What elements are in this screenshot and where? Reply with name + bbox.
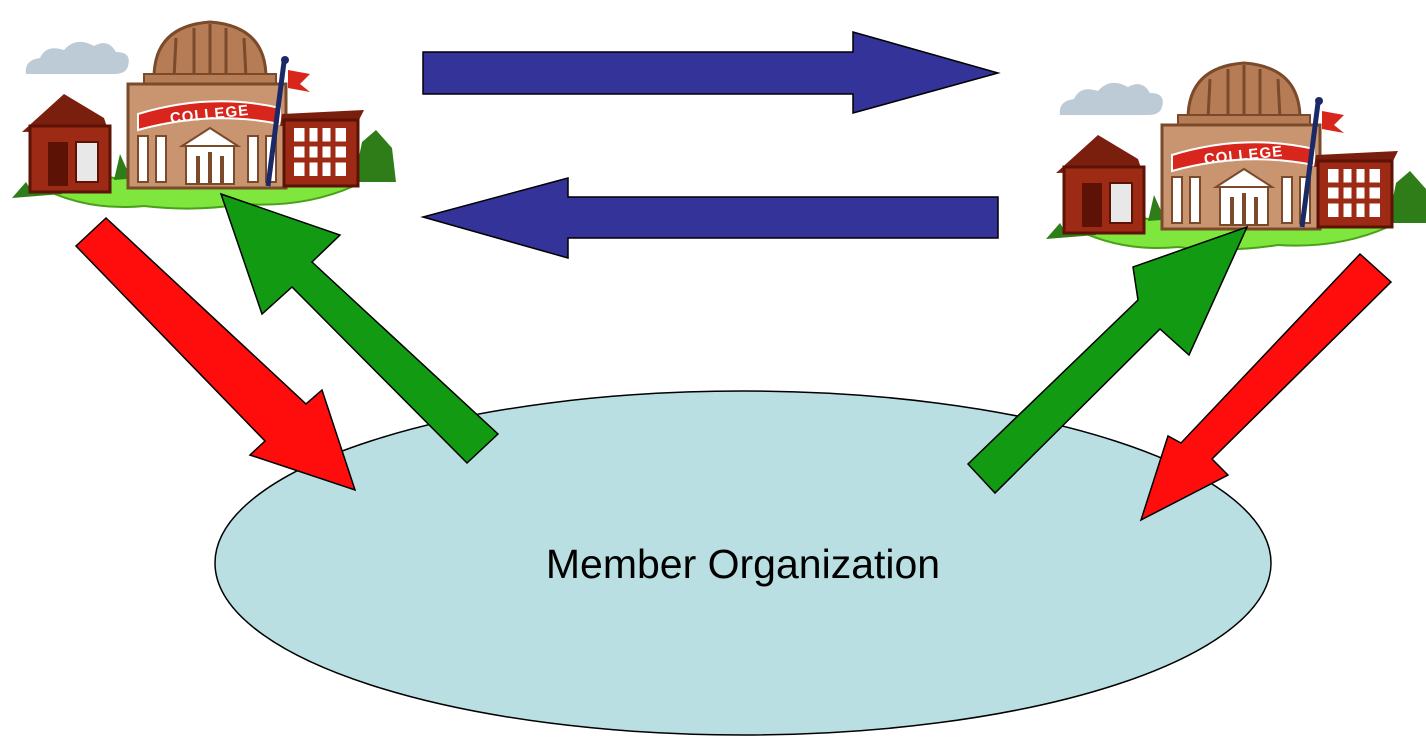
blue-arrow-right [422, 31, 1001, 114]
red-arrow-right [1139, 252, 1393, 522]
blue-arrow-left [420, 177, 999, 259]
college-left-icon: COLLEGE [12, 22, 396, 209]
college-right-icon: COLLEGE [1046, 63, 1426, 250]
green-arrow-right [966, 225, 1249, 495]
red-arrow-left [74, 216, 357, 492]
green-arrow-left [219, 192, 500, 465]
member-organization-label: Member Organization [546, 541, 940, 587]
